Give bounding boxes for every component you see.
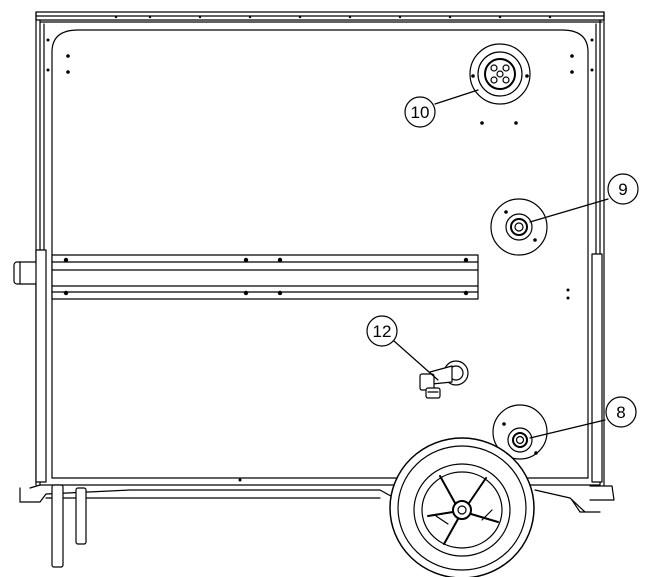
connector-8-fitting <box>492 404 548 460</box>
top-frame <box>35 11 605 23</box>
base-frame <box>19 484 615 513</box>
svg-text:12: 12 <box>373 322 392 341</box>
callout-9: 9 <box>607 173 639 205</box>
svg-text:10: 10 <box>411 103 430 122</box>
side-frames <box>35 11 605 486</box>
support-legs <box>51 484 87 568</box>
svg-text:8: 8 <box>616 403 625 422</box>
callout-8: 8 <box>605 396 637 428</box>
side-rails <box>35 249 603 483</box>
power-inlet-socket <box>469 43 531 125</box>
callout-10: 10 <box>404 96 436 128</box>
connector-9-fitting <box>490 198 548 256</box>
gas-valve <box>419 360 469 399</box>
rear-panel <box>51 29 589 479</box>
svg-text:9: 9 <box>618 180 627 199</box>
callouts: 10 9 12 8 <box>366 96 639 428</box>
callout-12: 12 <box>366 315 398 347</box>
wheel <box>389 437 535 577</box>
callout-leaders <box>393 89 609 439</box>
handle-bar <box>13 254 479 300</box>
rivets <box>46 15 594 482</box>
